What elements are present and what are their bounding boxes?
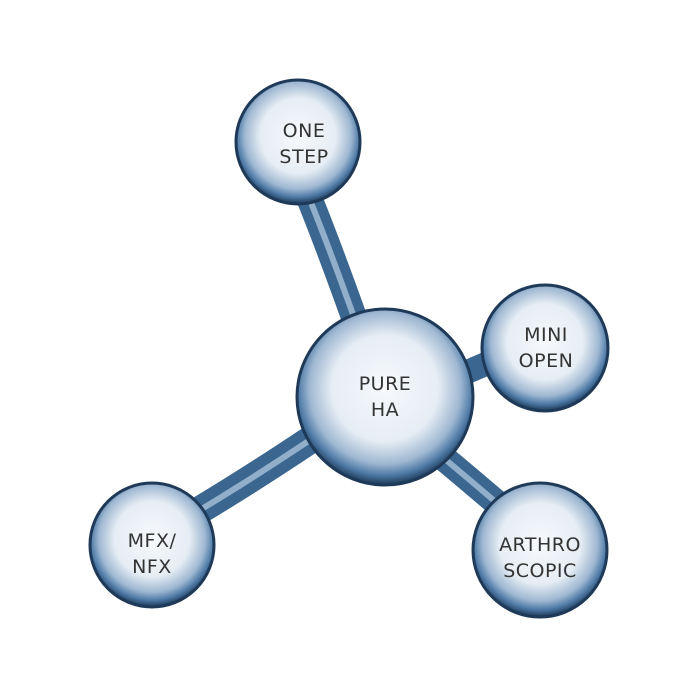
label-line: ARTHRO: [499, 534, 581, 556]
node-label-bottom-right: ARTHRO SCOPIC: [499, 532, 581, 584]
node-label-top: ONE STEP: [279, 118, 328, 170]
label-line: MFX/: [127, 530, 177, 552]
label-line: SCOPIC: [503, 560, 577, 582]
node-label-right: MINI OPEN: [519, 322, 574, 374]
label-line: NFX: [132, 556, 172, 578]
spheres: [88, 78, 610, 619]
label-line: PURE: [358, 373, 412, 395]
sphere-top: [234, 78, 362, 206]
label-line: OPEN: [518, 350, 574, 372]
label-line: ONE: [282, 120, 326, 142]
label-line: STEP: [279, 146, 329, 168]
sphere-bottom-right: [471, 481, 609, 619]
sphere-left: [88, 481, 216, 609]
label-line: MINI: [524, 324, 568, 346]
label-line: HA: [370, 399, 400, 421]
sphere-center: [295, 307, 475, 487]
sphere-right: [480, 283, 610, 413]
node-label-center: PURE HA: [359, 371, 412, 423]
node-label-left: MFX/ NFX: [128, 528, 177, 580]
